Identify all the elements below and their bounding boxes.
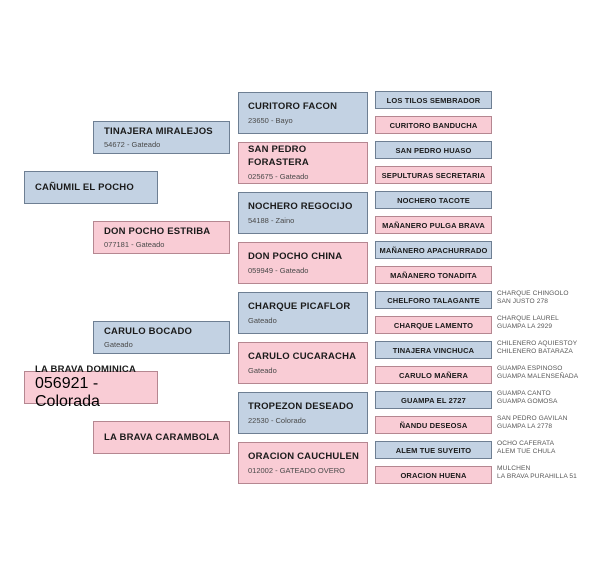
pedigree-node-gen3[interactable]: NOCHERO REGOCIJO 54188 - Zaino — [238, 192, 368, 234]
ancestor-sire-name: MULCHEN — [497, 465, 531, 472]
pedigree-node-gen4[interactable]: SEPULTURAS SECRETARIA — [375, 166, 492, 184]
pedigree-node-name: CHARQUE PICAFLOR — [248, 300, 351, 312]
ancestor-dam-name: GUAMPA LA 2929 — [497, 323, 553, 331]
pedigree-node-name: CHELFORO TALAGANTE — [387, 295, 480, 305]
pedigree-node-name: MAÑANERO TONADITA — [390, 270, 477, 280]
pedigree-node-name: NOCHERO TACOTE — [397, 195, 470, 205]
pedigree-node-gen4[interactable]: MAÑANERO TONADITA — [375, 266, 492, 284]
pedigree-node-gen4[interactable]: CHARQUE LAMENTO — [375, 316, 492, 334]
pedigree-node-gen4[interactable]: MAÑANERO APACHURRADO — [375, 241, 492, 259]
pedigree-node-subtitle: 077181 - Gateado — [104, 239, 165, 249]
pedigree-node-name: NOCHERO REGOCIJO — [248, 200, 353, 212]
pedigree-node-gen3[interactable]: TROPEZON DESEADO 22530 - Colorado — [238, 392, 368, 434]
pedigree-node-gen4[interactable]: LOS TILOS SEMBRADOR — [375, 91, 492, 109]
pedigree-node-gen2[interactable]: LA BRAVA CARAMBOLA — [93, 421, 230, 454]
ancestor-sire-name: OCHO CAFERATA — [497, 440, 555, 447]
pedigree-node-name: DON POCHO CHINA — [248, 250, 343, 262]
pedigree-node-gen4[interactable]: GUAMPA EL 2727 — [375, 391, 492, 409]
pedigree-node-subtitle: Gateado — [248, 365, 277, 375]
pedigree-node-gen4[interactable]: MAÑANERO PULGA BRAVA — [375, 216, 492, 234]
pedigree-node-subtitle: 54672 - Gateado — [104, 139, 161, 149]
pedigree-node-name: SAN PEDRO FORASTERA — [248, 144, 309, 168]
pedigree-node-name: LA BRAVA CARAMBOLA — [104, 431, 220, 443]
pedigree-node-name: ORACION HUENA — [400, 470, 467, 480]
pedigree-node-gen4[interactable]: CURITORO BANDUCHA — [375, 116, 492, 134]
pedigree-node-name: ORACION CAUCHULEN — [248, 450, 360, 462]
pedigree-node-name: GUAMPA EL 2727 — [401, 395, 466, 405]
pedigree-node-gen4[interactable]: CHELFORO TALAGANTE — [375, 291, 492, 309]
ancestor-dam-name: GUAMPA MALENSEÑADA — [497, 373, 579, 381]
ancestor-dam-name: CHILENERO BATARAZA — [497, 348, 573, 356]
ancestor-dam-name: LA BRAVA PURAHILLA 51 — [497, 473, 577, 481]
pedigree-node-name: CHARQUE LAMENTO — [393, 320, 474, 330]
pedigree-node-gen4[interactable]: ORACION HUENA — [375, 466, 492, 484]
pedigree-node-gen3[interactable]: CURITORO FACON 23650 - Bayo — [238, 92, 368, 134]
pedigree-node-name: MAÑANERO APACHURRADO — [379, 245, 488, 255]
pedigree-node-subtitle: 23650 - Bayo — [248, 115, 293, 125]
pedigree-node-gen3[interactable]: SAN PEDRO FORASTERA 025675 - Gateado — [238, 142, 368, 184]
pedigree-node-gen3[interactable]: ORACION CAUCHULEN 012002 - GATEADO OVERO — [238, 442, 368, 484]
pedigree-node-name: CAÑUMIL EL POCHO — [35, 182, 134, 193]
ancestor-dam-name: SAN JUSTO 278 — [497, 298, 549, 306]
ancestor-sire-name: CHILENERO AQUIESTOY — [497, 340, 578, 347]
ancestor-dam-name: ALEM TUE CHULA — [497, 448, 556, 456]
pedigree-node-subtitle: Gateado — [104, 339, 133, 349]
ancestor-sire-name: GUAMPA ESPINOSO — [497, 365, 563, 372]
pedigree-node-name: LA BRAVA DOMINICA — [35, 364, 137, 375]
pedigree-node-gen4[interactable]: TINAJERA VINCHUCA — [375, 341, 492, 359]
pedigree-node-gen4[interactable]: SAN PEDRO HUASO — [375, 141, 492, 159]
pedigree-node-gen2[interactable]: TINAJERA MIRALEJOS 54672 - Gateado — [93, 121, 230, 154]
pedigree-node-subtitle: 012002 - GATEADO OVERO — [248, 465, 345, 475]
pedigree-node-subtitle: Gateado — [248, 315, 277, 325]
pedigree-node-name: DON POCHO ESTRIBA — [104, 225, 211, 237]
pedigree-node-subtitle: 025675 - Gateado — [248, 172, 309, 181]
pedigree-node-name: MAÑANERO PULGA BRAVA — [382, 220, 485, 230]
pedigree-node-gen2[interactable]: DON POCHO ESTRIBA 077181 - Gateado — [93, 221, 230, 254]
pedigree-node-gen3[interactable]: CARULO CUCARACHA Gateado — [238, 342, 368, 384]
pedigree-node-name: CARULO CUCARACHA — [248, 350, 357, 362]
pedigree-node-gen3[interactable]: CHARQUE PICAFLOR Gateado — [238, 292, 368, 334]
pedigree-node-name: CARULO MAÑERA — [398, 370, 469, 380]
pedigree-node-name: ÑANDU DESEOSA — [399, 420, 468, 430]
ancestor-sire-name: SAN PEDRO GAVILAN — [497, 415, 568, 422]
pedigree-node-subtitle: 22530 - Colorado — [248, 415, 306, 425]
pedigree-node-name: TROPEZON DESEADO — [248, 400, 354, 412]
ancestor-dam-name: GUAMPA LA 2778 — [497, 423, 553, 431]
pedigree-node-subtitle: 059949 - Gateado — [248, 265, 309, 275]
pedigree-node-name: TINAJERA MIRALEJOS — [104, 125, 213, 137]
pedigree-node-name: ALEM TUE SUYEITO — [395, 445, 472, 455]
pedigree-node-gen1[interactable]: CAÑUMIL EL POCHO — [24, 171, 158, 204]
pedigree-node-gen4[interactable]: CARULO MAÑERA — [375, 366, 492, 384]
pedigree-node-name: CARULO BOCADO — [104, 325, 193, 337]
ancestor-sire-name: GUAMPA CANTO — [497, 390, 551, 397]
pedigree-node-name: CURITORO FACON — [248, 100, 338, 112]
ancestor-sire-name: CHARQUE LAUREL — [497, 315, 559, 322]
pedigree-node-subtitle: 54188 - Zaino — [248, 215, 295, 225]
pedigree-node-gen3[interactable]: DON POCHO CHINA 059949 - Gateado — [238, 242, 368, 284]
ancestor-sire-name: CHARQUE CHINGOLO — [497, 290, 569, 297]
pedigree-node-gen4[interactable]: ALEM TUE SUYEITO — [375, 441, 492, 459]
pedigree-node-gen4[interactable]: NOCHERO TACOTE — [375, 191, 492, 209]
pedigree-node-name: SAN PEDRO HUASO — [395, 145, 472, 155]
pedigree-node-name: CURITORO BANDUCHA — [389, 120, 478, 130]
ancestor-dam-name: GUAMPA GOMOSA — [497, 398, 558, 406]
pedigree-node-gen2[interactable]: CARULO BOCADO Gateado — [93, 321, 230, 354]
pedigree-node-name: LOS TILOS SEMBRADOR — [386, 95, 481, 105]
pedigree-node-name: TINAJERA VINCHUCA — [392, 345, 475, 355]
pedigree-node-gen4[interactable]: ÑANDU DESEOSA — [375, 416, 492, 434]
pedigree-node-name: SEPULTURAS SECRETARIA — [381, 170, 486, 180]
pedigree-node-subtitle: 056921 - Colorada — [35, 375, 100, 410]
